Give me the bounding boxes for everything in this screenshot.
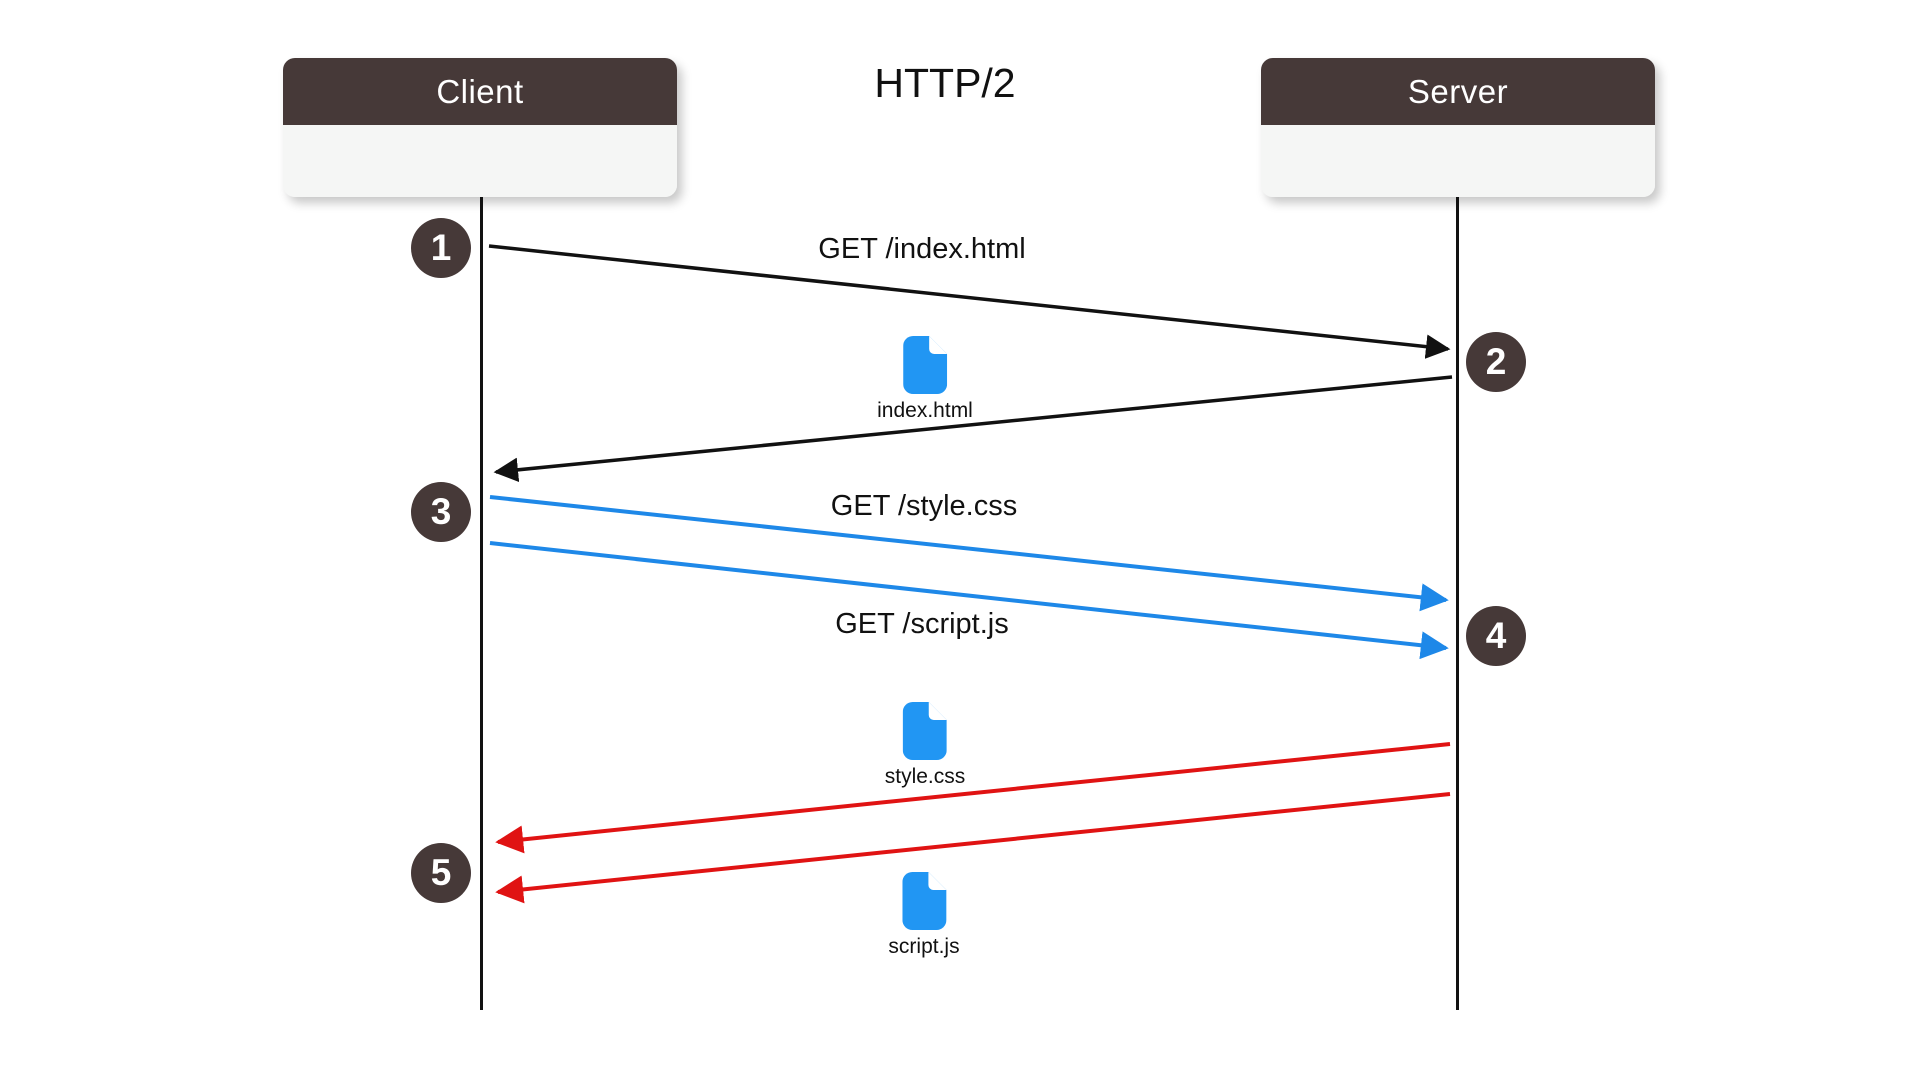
document-icon bbox=[903, 336, 947, 394]
diagram-title: HTTP/2 bbox=[874, 60, 1016, 106]
arrow-request-script bbox=[489, 541, 1449, 660]
client-box-body bbox=[283, 125, 677, 197]
arrow-response-style bbox=[495, 742, 1451, 854]
step-number-5: 5 bbox=[430, 852, 452, 893]
message-label-get-style: GET /style.css bbox=[830, 490, 1018, 522]
step-number-4: 4 bbox=[1485, 615, 1507, 656]
file-style-css: style.css bbox=[884, 702, 966, 789]
step-number-3: 3 bbox=[430, 491, 452, 532]
step-badge-1: 1 bbox=[411, 218, 471, 278]
file-label: script.js bbox=[888, 935, 960, 958]
step-number-1: 1 bbox=[430, 227, 452, 268]
arrow-request-style bbox=[489, 495, 1449, 612]
arrow-response-index bbox=[493, 375, 1453, 483]
client-lifeline bbox=[480, 197, 483, 1010]
document-icon bbox=[902, 872, 946, 930]
step-badge-4: 4 bbox=[1466, 606, 1526, 666]
file-script-js: script.js bbox=[888, 872, 960, 959]
server-lifeline bbox=[1456, 197, 1459, 1010]
step-badge-2: 2 bbox=[1466, 332, 1526, 392]
arrow-request-index bbox=[488, 244, 1451, 359]
file-index-html: index.html bbox=[877, 336, 973, 423]
client-participant-box: Client bbox=[283, 58, 677, 197]
server-box-body bbox=[1261, 125, 1655, 197]
arrow-response-script bbox=[495, 792, 1451, 904]
file-label: style.css bbox=[884, 765, 966, 788]
message-label-get-index: GET /index.html bbox=[818, 233, 1026, 265]
server-label: Server bbox=[1407, 72, 1509, 110]
message-label-get-script: GET /script.js bbox=[835, 608, 1009, 640]
step-badge-5: 5 bbox=[411, 843, 471, 903]
client-label: Client bbox=[436, 72, 524, 110]
step-number-2: 2 bbox=[1485, 341, 1507, 382]
server-participant-box: Server bbox=[1261, 58, 1655, 197]
server-header: Server bbox=[1261, 58, 1655, 125]
document-icon bbox=[902, 702, 947, 760]
file-label: index.html bbox=[877, 399, 973, 422]
client-header: Client bbox=[283, 58, 677, 125]
step-badge-3: 3 bbox=[411, 482, 471, 542]
